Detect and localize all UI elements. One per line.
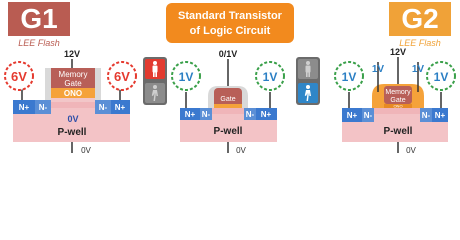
g2-well-label: P-well [384, 126, 413, 137]
g1-device: 12V N+ N- N- N+ ONO Memory Gate 0V P-wel… [13, 49, 130, 155]
g1-right-n-minus-label: N- [99, 103, 108, 112]
center-title-line2: of Logic Circuit [190, 25, 271, 37]
g2-device: 12V N+ N- N- N+ Memory Gate ONO 1V 1V P-… [342, 47, 448, 155]
g2-left-n-minus-label: N- [364, 111, 373, 120]
center-right-bubble-text: 1V [263, 70, 278, 84]
g1-left-n-plus-label: N+ [19, 103, 30, 112]
left-signal-toggle [143, 57, 167, 105]
g1-ono-layer [51, 88, 95, 98]
blue-walking-pedestrian-icon [304, 85, 311, 101]
g2-right-n-plus-label: N+ [435, 111, 446, 120]
g1-right-n-minus-region [95, 100, 111, 114]
g2-gate-label-line2: Gate [390, 97, 405, 104]
center-right-n-minus-region [244, 108, 256, 120]
standing-pedestrian-icon [305, 61, 311, 77]
g1-title: G1 [20, 3, 57, 34]
center-top-voltage: 0/1V [219, 49, 238, 59]
flash-vs-transistor-diagram: G1 LEE Flash Standard Transistor of Logi… [4, 2, 456, 155]
g2-ono-layer [384, 104, 412, 108]
g2-left-bubble-text: 1V [342, 70, 357, 84]
center-right-n-plus-region [256, 108, 277, 120]
g1-right-bubble-text: 6V [114, 69, 130, 84]
center-right-voltage-bubble: 1V [255, 61, 285, 91]
g1-gate-label-line2: Gate [64, 79, 82, 88]
center-transistor: 0/1V N+ N- N- N+ Gate P-well 0V [180, 49, 277, 155]
g1-left-voltage-bubble: 6V [4, 61, 34, 91]
red-pedestrian-stop-icon [152, 61, 158, 77]
g1-memory-gate [51, 68, 95, 88]
g2-ono-label: ONO [393, 104, 402, 109]
g2-top-voltage: 12V [390, 47, 406, 57]
center-title-badge: Standard Transistor of Logic Circuit [166, 3, 294, 43]
center-left-n-plus-region [180, 108, 200, 120]
center-left-n-minus-label: N- [202, 110, 211, 119]
center-left-bubble-text: 1V [179, 70, 194, 84]
g2-right-bubble-text: 1V [434, 70, 449, 84]
center-well-label: P-well [214, 126, 243, 137]
g1-left-bubble-text: 6V [11, 69, 27, 84]
g1-left-n-plus-region [13, 100, 35, 114]
center-left-n-minus-region [200, 108, 212, 120]
center-right-n-minus-label: N- [246, 110, 255, 119]
center-bottom-voltage: 0V [236, 146, 246, 155]
g2-left-n-minus-region [362, 108, 374, 122]
g2-title: G2 [401, 3, 438, 34]
g2-right-n-plus-region [432, 108, 448, 122]
center-gate-label: Gate [220, 96, 235, 103]
center-gate [214, 88, 242, 108]
g2-left-n-plus-region [342, 108, 362, 122]
g2-memory-gate [384, 86, 412, 104]
g1-left-n-minus-region [35, 100, 51, 114]
g2-right-n-minus-label: N- [422, 111, 431, 120]
center-title-line1: Standard Transistor [178, 10, 283, 22]
g1-well-label: P-well [58, 127, 87, 138]
center-right-n-plus-label: N+ [261, 110, 272, 119]
g1-gate-label-line1: Memory [59, 70, 88, 79]
g1-top-voltage: 12V [64, 49, 80, 59]
walking-pedestrian-icon [151, 85, 158, 101]
g2-left-n-plus-label: N+ [347, 111, 358, 120]
g1-channel-voltage: 0V [67, 114, 78, 124]
g1-right-voltage-bubble: 6V [107, 61, 137, 91]
center-left-voltage-bubble: 1V [171, 61, 201, 91]
center-left-n-plus-label: N+ [185, 110, 196, 119]
g2-left-gate-voltage: 1V [372, 64, 385, 75]
g2-subtitle: LEE Flash [399, 38, 441, 48]
g1-right-n-plus-label: N+ [115, 103, 126, 112]
g1-subtitle: LEE Flash [18, 38, 60, 48]
g1-right-n-plus-region [111, 100, 130, 114]
g1-badge: G1 LEE Flash [8, 2, 70, 48]
g1-bottom-voltage: 0V [81, 146, 91, 155]
g1-left-n-minus-label: N- [39, 103, 48, 112]
g2-bottom-voltage: 0V [406, 146, 416, 155]
g2-right-voltage-bubble: 1V [426, 61, 456, 91]
g2-left-voltage-bubble: 1V [334, 61, 364, 91]
right-signal-toggle [296, 57, 320, 105]
g2-badge: G2 LEE Flash [389, 2, 451, 48]
g1-ono-label: ONO [64, 89, 82, 98]
g2-right-gate-voltage: 1V [412, 64, 425, 75]
g2-right-n-minus-region [420, 108, 432, 122]
g2-gate-label-line1: Memory [385, 89, 411, 96]
